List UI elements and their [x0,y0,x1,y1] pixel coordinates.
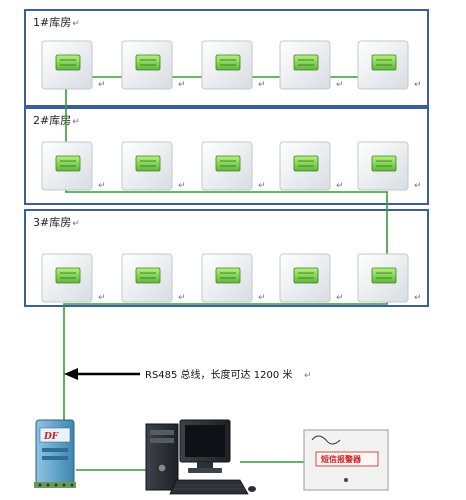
temperature-humidity-sensor: ↵ [201,40,266,90]
keyboard [169,479,249,495]
sensor-return-mark: ↵ [258,293,266,303]
computer [145,419,256,495]
monitor-neck [197,462,213,468]
sms-alarm-device: 短信报警器 [303,429,389,491]
alarm-label-plate [315,451,379,467]
sensor-group: ↵ ↵ ↵ ↵ ↵ ↵ ↵ ↵ ↵ ↵ ↵ ↵ ↵ ↵ ↵ [41,40,422,303]
converter-stripe [42,456,68,460]
room-label: 3#库房 [33,216,71,229]
temperature-humidity-sensor: ↵ [121,40,186,90]
sensor-display [293,54,319,71]
sensor-display [55,155,81,172]
sensor-return-mark: ↵ [98,80,106,90]
sensor-display [215,267,241,284]
temperature-humidity-sensor: ↵ [279,40,344,90]
sensor-display [215,54,241,71]
sensor-return-mark: ↵ [178,181,186,191]
sensor-return-mark: ↵ [178,293,186,303]
temperature-humidity-sensor: ↵ [357,141,422,191]
temperature-humidity-sensor: ↵ [357,40,422,90]
sensor-return-mark: ↵ [414,80,422,90]
pc-drive-bay [150,430,174,435]
room-label: 2#库房 [33,114,71,127]
converter-label-plate [39,427,71,443]
temperature-humidity-sensor: ↵ [201,253,266,303]
pc-power-button [157,463,167,473]
annotation-arrowhead [64,368,78,380]
sensor-return-mark: ↵ [336,181,344,191]
terminal-screw [38,483,42,487]
sensor-return-mark: ↵ [414,293,422,303]
room-box [24,209,429,307]
sensor-display [293,267,319,284]
warehouse-rooms: 1#库房↵2#库房↵3#库房↵ [24,9,429,307]
sensor-return-mark: ↵ [178,80,186,90]
temperature-humidity-sensor: ↵ [41,40,106,90]
temperature-humidity-sensor: ↵ [357,253,422,303]
room-label-return-mark: ↵ [72,117,80,127]
sensor-display [293,155,319,172]
sensor-return-mark: ↵ [98,293,106,303]
temperature-humidity-sensor: ↵ [279,141,344,191]
sensor-display [135,267,161,284]
sensor-return-mark: ↵ [98,181,106,191]
bus-annotation-return-mark: ↵ [304,371,312,381]
bus-annotation-text: RS485 总线，长度可达 1200 米 [145,368,292,381]
sensor-display [55,267,81,284]
sensor-display [55,54,81,71]
mouse [248,486,256,492]
sensor-display [215,155,241,172]
pc-drive-bay [150,438,174,443]
room-box [24,107,429,205]
terminal-screw [54,483,58,487]
terminal-screw [62,483,66,487]
sensor-display [135,54,161,71]
sensor-return-mark: ↵ [258,80,266,90]
bus-annotation: RS485 总线，长度可达 1200 米 ↵ [64,368,312,381]
sensor-display [135,155,161,172]
room-label-return-mark: ↵ [72,219,80,229]
temperature-humidity-sensor: ↵ [41,253,106,303]
sensor-display [371,267,397,284]
alarm-panel-text: 短信报警器 [321,454,362,464]
sensor-display [371,155,397,172]
room-box [24,9,429,107]
sensor-return-mark: ↵ [258,181,266,191]
converter-stripe [42,448,68,452]
sensor-return-mark: ↵ [336,80,344,90]
temperature-humidity-sensor: ↵ [41,141,106,191]
sensor-return-mark: ↵ [414,181,422,191]
alarm-indicator [344,478,348,482]
terminal-screw [70,483,74,487]
temperature-humidity-sensor: ↵ [279,253,344,303]
room-label: 1#库房 [33,16,71,29]
converter-brand: DF [43,432,59,442]
bus-wire [63,76,388,420]
antenna-cable-icon [311,435,341,445]
rs485-converter: DF [34,419,76,488]
rs485-bus-line [63,76,388,420]
temperature-humidity-sensor: ↵ [121,141,186,191]
monitor-stand [188,468,222,473]
sensor-display [371,54,397,71]
sensor-return-mark: ↵ [336,293,344,303]
temperature-humidity-sensor: ↵ [201,141,266,191]
terminal-screw [46,483,50,487]
temperature-humidity-sensor: ↵ [121,253,186,303]
room-label-return-mark: ↵ [72,19,80,29]
monitor-screen [185,425,225,457]
